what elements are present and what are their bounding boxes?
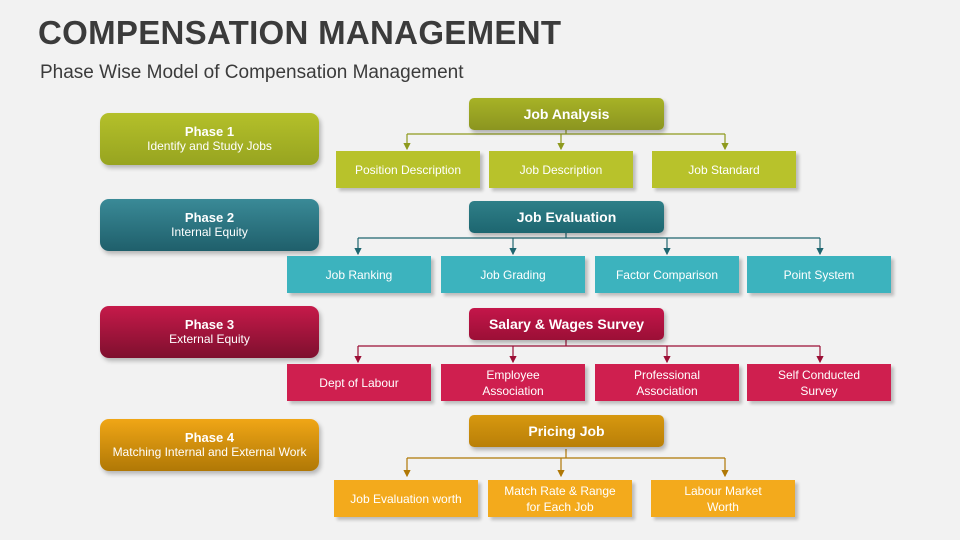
phase-4-head: Pricing Job	[469, 415, 664, 447]
phase-2-desc: Internal Equity	[171, 225, 248, 239]
phase-2-item: Job Grading	[441, 256, 585, 293]
connector-group-1	[403, 130, 729, 151]
page-subtitle: Phase Wise Model of Compensation Managem…	[40, 62, 464, 83]
phase-4-item: Match Rate & Range for Each Job	[488, 480, 632, 517]
phase-1-name: Phase 1	[184, 124, 235, 139]
phase-4-name: Phase 4	[184, 430, 235, 445]
phase-3-item: Dept of Labour	[287, 364, 431, 401]
phase-3-item: Professional Association	[595, 364, 739, 401]
phase-2-head: Job Evaluation	[469, 201, 664, 233]
connector-group-4	[403, 449, 729, 478]
phase-1-head: Job Analysis	[469, 98, 664, 130]
phase-1-desc: Identify and Study Jobs	[147, 139, 272, 153]
phase-2-box: Phase 2 Internal Equity	[100, 199, 319, 251]
phase-2-item: Job Ranking	[287, 256, 431, 293]
phase-3-box: Phase 3 External Equity	[100, 306, 319, 358]
phase-2-item: Factor Comparison	[595, 256, 739, 293]
phase-4-box: Phase 4 Matching Internal and External W…	[100, 419, 319, 471]
phase-2-item: Point System	[747, 256, 891, 293]
phase-3-name: Phase 3	[184, 317, 235, 332]
phase-1-box: Phase 1 Identify and Study Jobs	[100, 113, 319, 165]
phase-3-desc: External Equity	[169, 332, 250, 346]
phase-2-name: Phase 2	[184, 210, 235, 225]
phase-4-item: Job Evaluation worth	[334, 480, 478, 517]
connector-group-3	[354, 340, 824, 364]
phase-1-item: Job Description	[489, 151, 633, 188]
phase-4-desc: Matching Internal and External Work	[112, 445, 307, 459]
phase-4-item: Labour Market Worth	[651, 480, 795, 517]
phase-1-item: Position Description	[336, 151, 480, 188]
page-title: COMPENSATION MANAGEMENT	[38, 14, 562, 51]
phase-3-head: Salary & Wages Survey	[469, 308, 664, 340]
phase-3-item: Self Conducted Survey	[747, 364, 891, 401]
connector-group-2	[354, 233, 824, 256]
phase-3-item: Employee Association	[441, 364, 585, 401]
phase-1-item: Job Standard	[652, 151, 796, 188]
